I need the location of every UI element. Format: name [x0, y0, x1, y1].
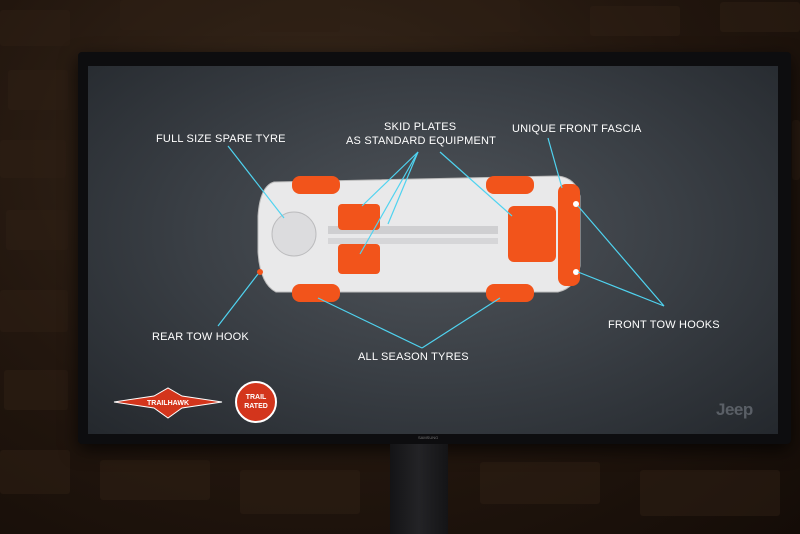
trail-rated-badge	[235, 381, 277, 423]
tv-brand-label: SAMSUNG	[418, 435, 439, 440]
label-all-season-tyres: ALL SEASON TYRES	[358, 351, 469, 363]
skid-plate-upper	[338, 204, 380, 230]
skid-plate-lower	[338, 244, 380, 274]
callout-rear-tow	[217, 273, 259, 327]
skid-plate-front	[508, 206, 556, 262]
callout-skid-2	[359, 151, 419, 255]
vehicle-underbody-diagram: TRAILHAWK TRAIL RATED	[113, 137, 665, 423]
callout-skid-3	[387, 151, 419, 225]
tyre-rear-left	[292, 176, 340, 194]
tyre-front-left	[486, 176, 534, 194]
tv-stand	[390, 444, 448, 534]
drive-shaft	[328, 238, 498, 244]
label-spare-tyre: FULL SIZE SPARE TYRE	[156, 133, 286, 145]
label-front-fascia: UNIQUE FRONT FASCIA	[512, 123, 642, 135]
front-tow-hook-lower	[573, 269, 579, 275]
tyre-front-right	[486, 284, 534, 302]
presentation-screen: TRAILHAWK TRAIL RATED FULL SIZE SPARE TY…	[88, 66, 778, 434]
trailhawk-logo	[113, 387, 223, 419]
label-skid-plates-line1: SKID PLATES	[384, 121, 457, 133]
label-rear-tow-hook: REAR TOW HOOK	[152, 331, 249, 343]
front-fascia	[558, 184, 580, 286]
callout-fascia	[547, 137, 563, 189]
trailhawk-logo-text: TRAILHAWK	[147, 400, 189, 407]
callout-tow-hooks-2	[577, 271, 665, 307]
callout-tyres-2	[421, 297, 501, 349]
spare-tyre	[271, 211, 317, 257]
callout-tow-hooks-1	[577, 205, 665, 307]
callout-skid-4	[439, 151, 513, 217]
exhaust-line	[328, 226, 498, 234]
trail-rated-text-2: RATED	[244, 403, 268, 410]
callout-tyres-1	[317, 297, 423, 349]
label-front-tow-hooks: FRONT TOW HOOKS	[608, 319, 720, 331]
front-tow-hook-upper	[573, 201, 579, 207]
callout-spare-tyre	[227, 145, 285, 219]
jeep-logo: Jeep	[716, 400, 753, 419]
tyre-rear-right	[292, 284, 340, 302]
trail-rated-text-1: TRAIL	[246, 394, 267, 401]
label-skid-plates-line2: AS STANDARD EQUIPMENT	[346, 135, 497, 147]
rear-tow-hook	[257, 269, 263, 275]
callout-skid-1	[361, 151, 419, 207]
